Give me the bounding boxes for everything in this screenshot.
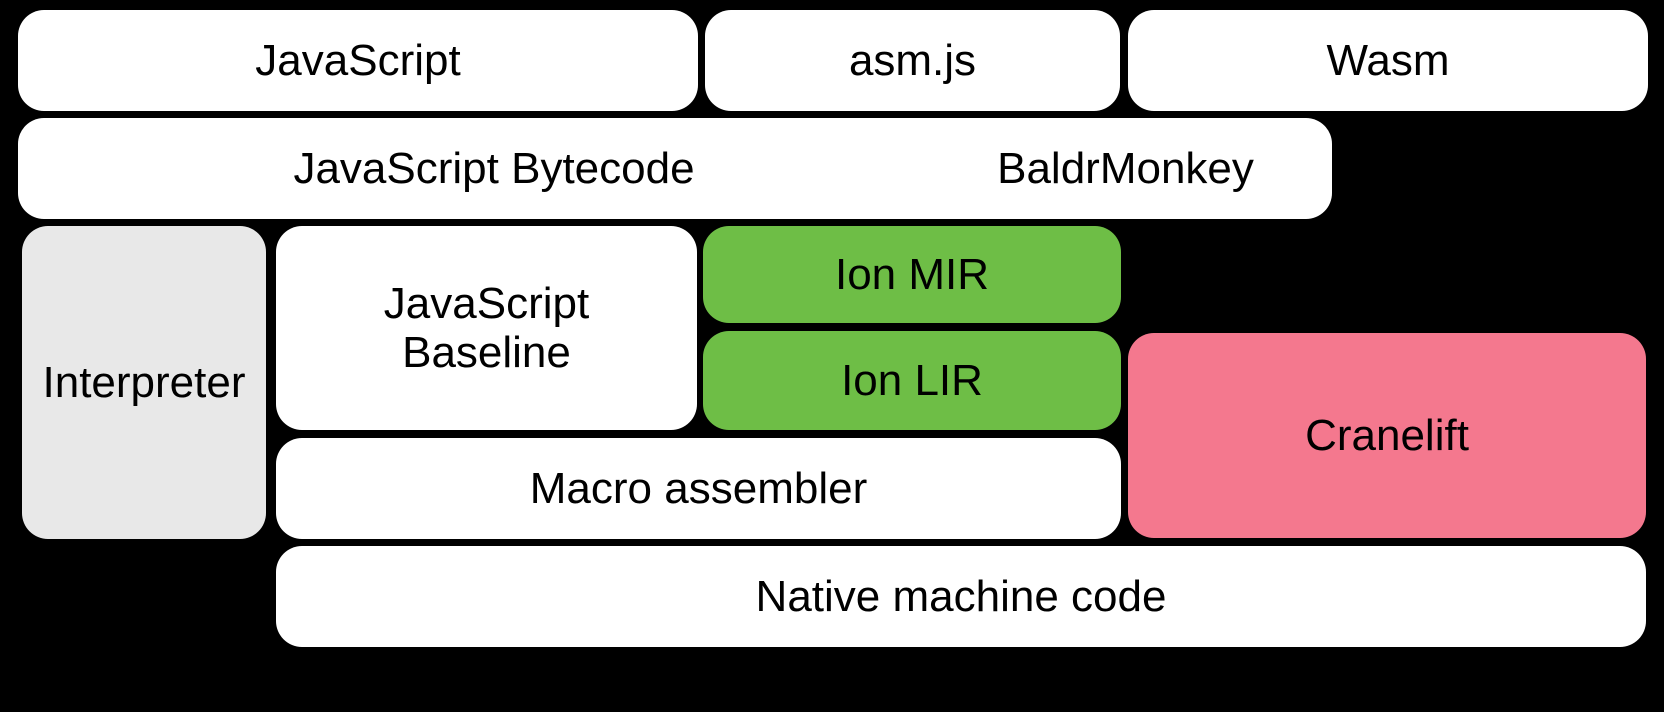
node-cranelift[interactable]: Cranelift [1128,333,1646,538]
node-javascript[interactable]: JavaScript [18,10,698,111]
node-native-machine-code[interactable]: Native machine code [276,546,1646,647]
node-javascript-baseline[interactable]: JavaScript Baseline [276,226,697,430]
node-macro-assembler[interactable]: Macro assembler [276,438,1121,539]
node-asm-js[interactable]: asm.js [705,10,1120,111]
node-ion-lir[interactable]: Ion LIR [703,331,1121,430]
node-javascript-bytecode[interactable]: JavaScript Bytecode [18,118,970,219]
node-ion-mir[interactable]: Ion MIR [703,226,1121,323]
node-wasm[interactable]: Wasm [1128,10,1648,111]
node-baldrmonkey[interactable]: BaldrMonkey [919,118,1332,219]
node-interpreter[interactable]: Interpreter [22,226,266,539]
